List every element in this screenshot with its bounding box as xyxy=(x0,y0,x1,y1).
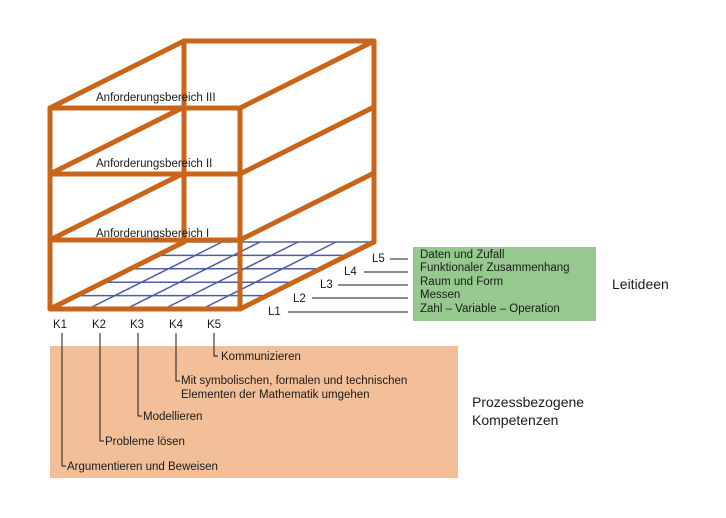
level-label-3: Anforderungsbereich III xyxy=(96,92,216,104)
kompetenz-code-k5: K5 xyxy=(207,319,221,331)
kompetenz-item: Argumentieren und Beweisen xyxy=(67,461,218,473)
leitidee-item: Raum und Form xyxy=(420,276,503,288)
cube-edge xyxy=(47,170,187,243)
cube-edge xyxy=(237,38,377,111)
kompetenzen-title-line2: Kompetenzen xyxy=(472,412,558,428)
grid-line xyxy=(201,241,337,310)
leitidee-item: Daten und Zufall xyxy=(420,249,504,261)
level-label-2: Anforderungsbereich II xyxy=(96,158,212,170)
cube-edge xyxy=(237,104,377,177)
leitidee-item: Funktionaler Zusammenhang xyxy=(420,262,570,274)
grid-line xyxy=(87,241,223,310)
grid-line xyxy=(163,241,299,310)
cube-edge xyxy=(47,104,187,177)
kompetenz-item: Modellieren xyxy=(143,411,202,423)
kompetenz-item: Probleme lösen xyxy=(105,436,185,448)
leitidee-item: Zahl – Variable – Operation xyxy=(420,303,560,315)
kompetenz-code-k1: K1 xyxy=(53,319,67,331)
kompetenzen-title-line1: Prozessbezogene xyxy=(472,394,584,410)
leitideen-title: Leitideen xyxy=(612,276,669,292)
cube-edge xyxy=(237,239,377,312)
kompetenz-code-k3: K3 xyxy=(130,319,144,331)
leitidee-code-l5: L5 xyxy=(372,253,385,265)
cube-edge xyxy=(47,38,187,111)
leitidee-code-l2: L2 xyxy=(293,293,306,305)
kompetenz-code-k4: K4 xyxy=(169,319,184,331)
leitideen-connectors xyxy=(288,258,408,313)
kompetenzen-connectors xyxy=(61,333,218,467)
leitidee-code-l3: L3 xyxy=(320,279,333,291)
cube-edge xyxy=(237,170,377,243)
leitidee-code-l4: L4 xyxy=(344,266,357,278)
kompetenz-item: Kommunizieren xyxy=(221,351,301,363)
cube-frame xyxy=(47,38,377,312)
cube-edge xyxy=(47,239,187,312)
leitidee-code-l1: L1 xyxy=(268,306,281,318)
leitideen-box xyxy=(413,247,596,321)
kompetenz-item: Mit symbolischen, formalen und technisch… xyxy=(181,375,407,387)
floor-grid xyxy=(49,241,375,310)
leitidee-item: Messen xyxy=(420,289,460,301)
kompetenz-item: Elementen der Mathematik umgehen xyxy=(181,389,370,401)
kompetenzen-box xyxy=(50,346,458,478)
level-label-1: Anforderungsbereich I xyxy=(96,228,209,240)
kompetenz-code-k2: K2 xyxy=(92,319,106,331)
